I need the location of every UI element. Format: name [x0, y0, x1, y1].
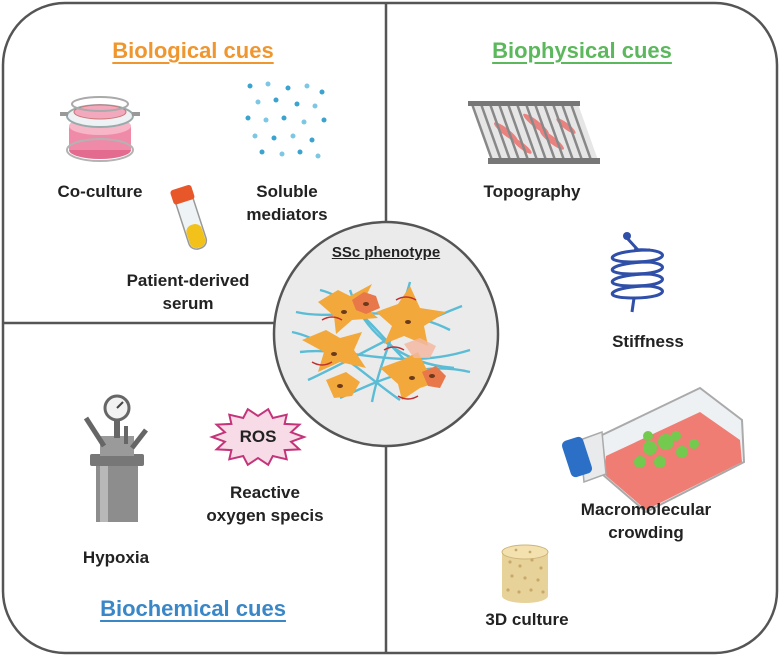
- reactive-oxygen-label: Reactive oxygen specis: [206, 483, 324, 525]
- topography-icon: [468, 101, 600, 164]
- soluble-mediators-label: Soluble mediators: [246, 182, 328, 224]
- biochemical-cues-title: Biochemical cues: [100, 596, 286, 621]
- biological-cues-title: Biological cues: [112, 38, 274, 63]
- 3d-scaffold-icon: [501, 544, 549, 603]
- ros-badge-icon: [209, 407, 307, 467]
- stiffness-label: Stiffness: [612, 332, 684, 351]
- serum-tube-icon: [170, 184, 208, 250]
- co-culture-dish-icon: [60, 96, 140, 162]
- patient-serum-label: Patient-derived serum: [126, 271, 250, 313]
- hypoxia-chamber-icon: [83, 394, 148, 522]
- topography-label: Topography: [483, 182, 581, 201]
- stiffness-spring-icon: [610, 232, 664, 313]
- ros-badge-label: ROS: [239, 427, 277, 446]
- macromolecular-crowding-label: Macromolecular crowding: [580, 500, 712, 542]
- hypoxia-label: Hypoxia: [82, 548, 150, 567]
- ssc-phenotype-title: SSc phenotype: [331, 244, 441, 261]
- soluble-mediators-icon: [245, 81, 327, 159]
- co-culture-label: Co-culture: [57, 182, 143, 201]
- culture-flask-icon: [561, 386, 746, 514]
- ssc-phenotype-circle: [272, 220, 500, 448]
- biophysical-cues-title: Biophysical cues: [492, 38, 672, 63]
- 3d-culture-label: 3D culture: [485, 610, 569, 629]
